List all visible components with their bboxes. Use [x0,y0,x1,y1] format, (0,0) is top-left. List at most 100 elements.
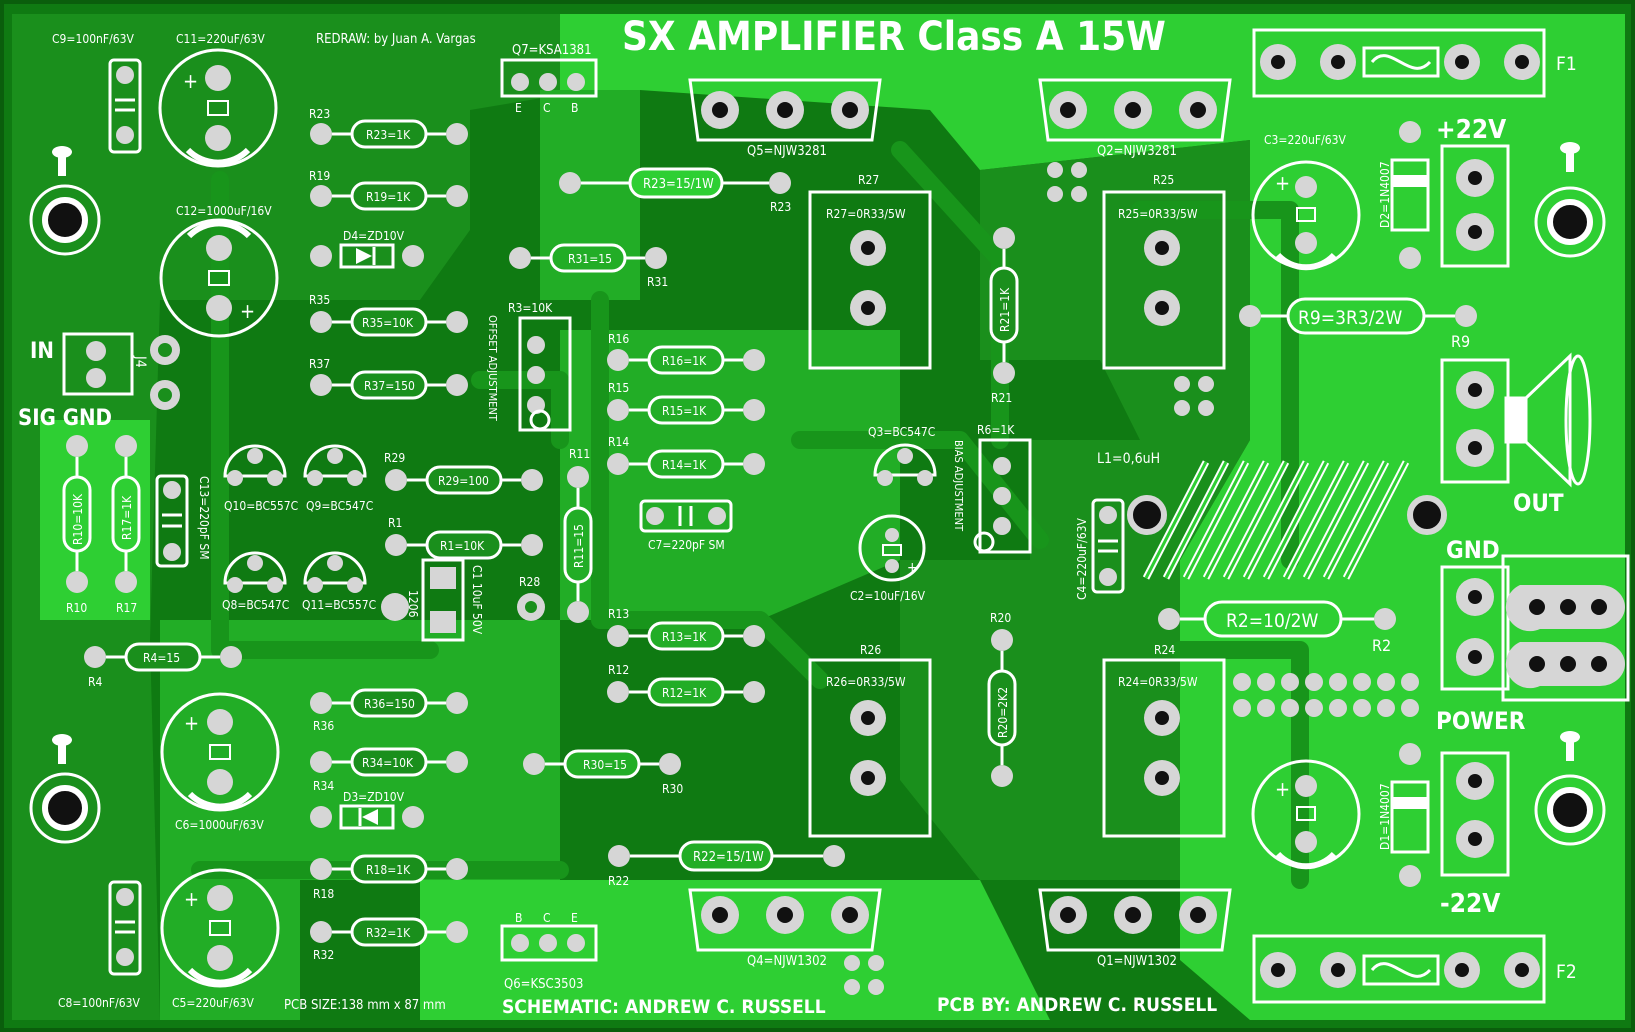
c10-label: C4=220uF/63V [1075,518,1089,600]
cap-c10: C4=220uF/63V [1075,498,1125,600]
r16-value: R16=1K [662,354,707,368]
cap-c13: C13=220pF SM [155,474,211,568]
pad-cluster [844,162,1214,995]
in-label: IN [30,339,54,364]
r14-value: R14=1K [662,458,707,472]
q6-pin-c: C [543,911,551,925]
r13-ref: R13 [608,607,629,621]
offset-note: OFFSET ADJUSTMENT [486,315,499,422]
r23b-ref: R23 [770,200,791,214]
q6-pin-e: E [571,911,578,925]
r13-value: R13=1K [662,630,707,644]
cap-c6: +C6=1000uF/63V [160,692,280,832]
cap-c9: C9=100nF/63V [52,32,142,154]
r25-value: R25=0R33/5W [1118,207,1198,221]
r37-ref: R37 [309,357,330,371]
out-label: OUT [1513,489,1564,517]
r10-value: R10=10K [71,493,85,545]
screw-icon [52,734,72,764]
resistor-r17: R17=1K R17 [111,435,141,615]
fuse-f2: F2 [1252,934,1577,1004]
resistor-r24-block: R24=0R33/5W R24 [1102,643,1226,838]
l1-label: L1=0,6uH [1097,451,1160,467]
d2-label: D2=1N4007 [1378,161,1392,228]
pos22-label: +22V [1436,115,1506,145]
cap-c12: + C12=1000uF/16V [159,204,279,338]
pad-array [1233,673,1419,717]
speaker-icon [1504,352,1592,488]
c12-plus: + [240,299,255,323]
r36-value: R36=150 [364,697,415,711]
r21-ref: R21 [991,391,1012,405]
c5-plus: + [184,887,199,911]
c2-plus: + [907,560,918,576]
diode-d2: D2=1N4007 [1378,121,1430,269]
transistor-q4: Q4=NJW1302 [688,888,882,969]
cap-c7: C7=220pF SM [639,499,733,552]
r30-ref: R30 [662,782,683,796]
r32-ref: R32 [313,948,334,962]
resistor-r14: R14=1K R14 [607,435,765,479]
r17-value: R17=1K [120,495,134,540]
r31-value: R31=15 [568,252,612,266]
r17-ref: R17 [116,601,137,615]
c1-label: C1 10uF 50V [470,565,484,635]
q7-pin-c: C [543,101,551,115]
r23a-value: R23=1K [366,128,411,142]
r12-value: R12=1K [662,686,707,700]
q5-label: Q5=NJW3281 [747,144,827,159]
r26-ref: R26 [860,643,881,657]
r4-ref: R4 [88,675,103,689]
pcb-credit: PCB BY: ANDREW C. RUSSELL [937,994,1217,1016]
c8-label: C8=100nF/63V [58,996,140,1010]
r20-value: R20=2K2 [996,687,1010,738]
c13-label: C13=220pF SM [197,476,211,560]
r23b-value: R23=15/1W [643,177,714,192]
q1-label: Q1=NJW1302 [1097,954,1177,969]
r35-value: R35=10K [362,316,414,330]
resistor-r27-block: R27=0R33/5W R27 [808,173,932,370]
r3-label: R3=10K [508,301,553,315]
resistor-r26-block: R26=0R33/5W R26 [808,643,932,838]
cap-c11: + C11=220uF/63V [158,32,278,168]
schematic-credit: SCHEMATIC: ANDREW C. RUSSELL [502,996,826,1018]
c5-label: C5=220uF/63V [172,996,254,1010]
r29-ref: R29 [384,451,405,465]
resistor-r13: R13=1K R13 [607,607,765,651]
r4-value: R4=15 [143,651,180,665]
c11-label: C11=220uF/63V [176,32,265,46]
r14-ref: R14 [608,435,629,449]
d4-label: D4=ZD10V [343,229,405,243]
r6-label: R6=1K [977,423,1015,437]
r9-ref: R9 [1451,332,1470,351]
r27-ref: R27 [858,173,879,187]
r24-ref: R24 [1154,643,1175,657]
c11-plus: + [183,69,198,93]
diode-d3: D3=ZD10V [310,790,424,830]
c3-plus: + [1275,777,1290,801]
q4-label: Q4=NJW1302 [747,954,827,969]
r19-ref: R19 [309,169,330,183]
cap-c5: + C5=220uF/63V [160,868,280,1010]
transistor-q8: Q8=BC547C [222,551,289,612]
q8-label: Q8=BC547C [222,598,289,612]
r2-ref: R2 [1372,636,1391,655]
c12-label: C12=1000uF/16V [176,204,272,218]
cap-c3: + [1251,759,1361,870]
r15-ref: R15 [608,381,629,395]
